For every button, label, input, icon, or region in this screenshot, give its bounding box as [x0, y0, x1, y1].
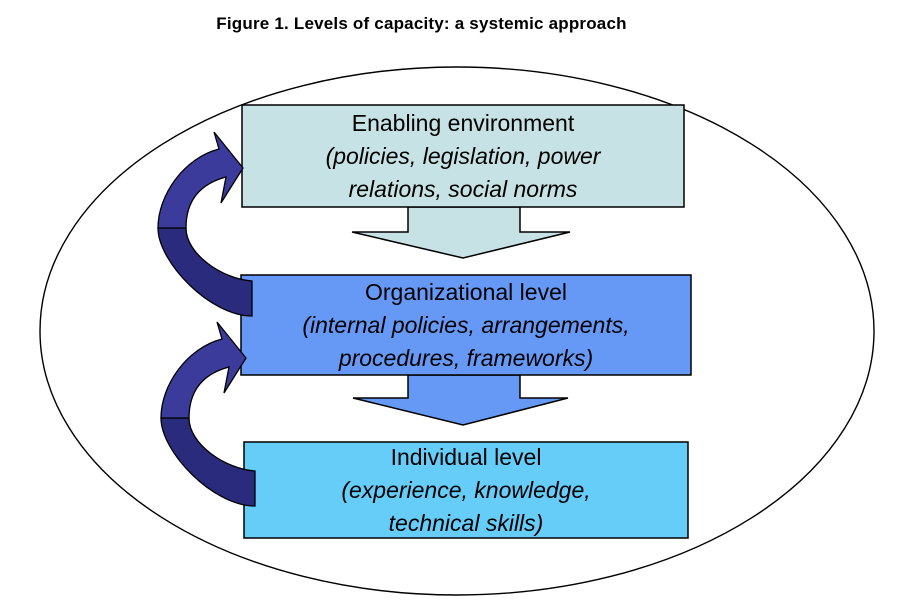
box-organizational-level: [240, 274, 692, 376]
feedback-arrow-2-lower-arc: [160, 417, 256, 507]
box-enabling-environment: [241, 104, 685, 208]
feedback-arrow-org-to-env-icon: [157, 131, 253, 317]
system-boundary-ellipse: [39, 66, 875, 596]
feedback-arrow-1-upper-arc: [157, 131, 244, 229]
feedback-arrow-2-upper-arc: [160, 321, 247, 419]
feedback-arrow-1-lower-arc: [157, 227, 253, 317]
down-arrow-env-to-org-icon: [351, 206, 571, 259]
figure-title: Figure 1. Levels of capacity: a systemic…: [216, 14, 627, 33]
feedback-arrow-ind-to-org-icon: [160, 321, 256, 507]
down-arrow-org-to-ind-icon: [352, 374, 569, 426]
box-individual-level: [243, 441, 689, 539]
